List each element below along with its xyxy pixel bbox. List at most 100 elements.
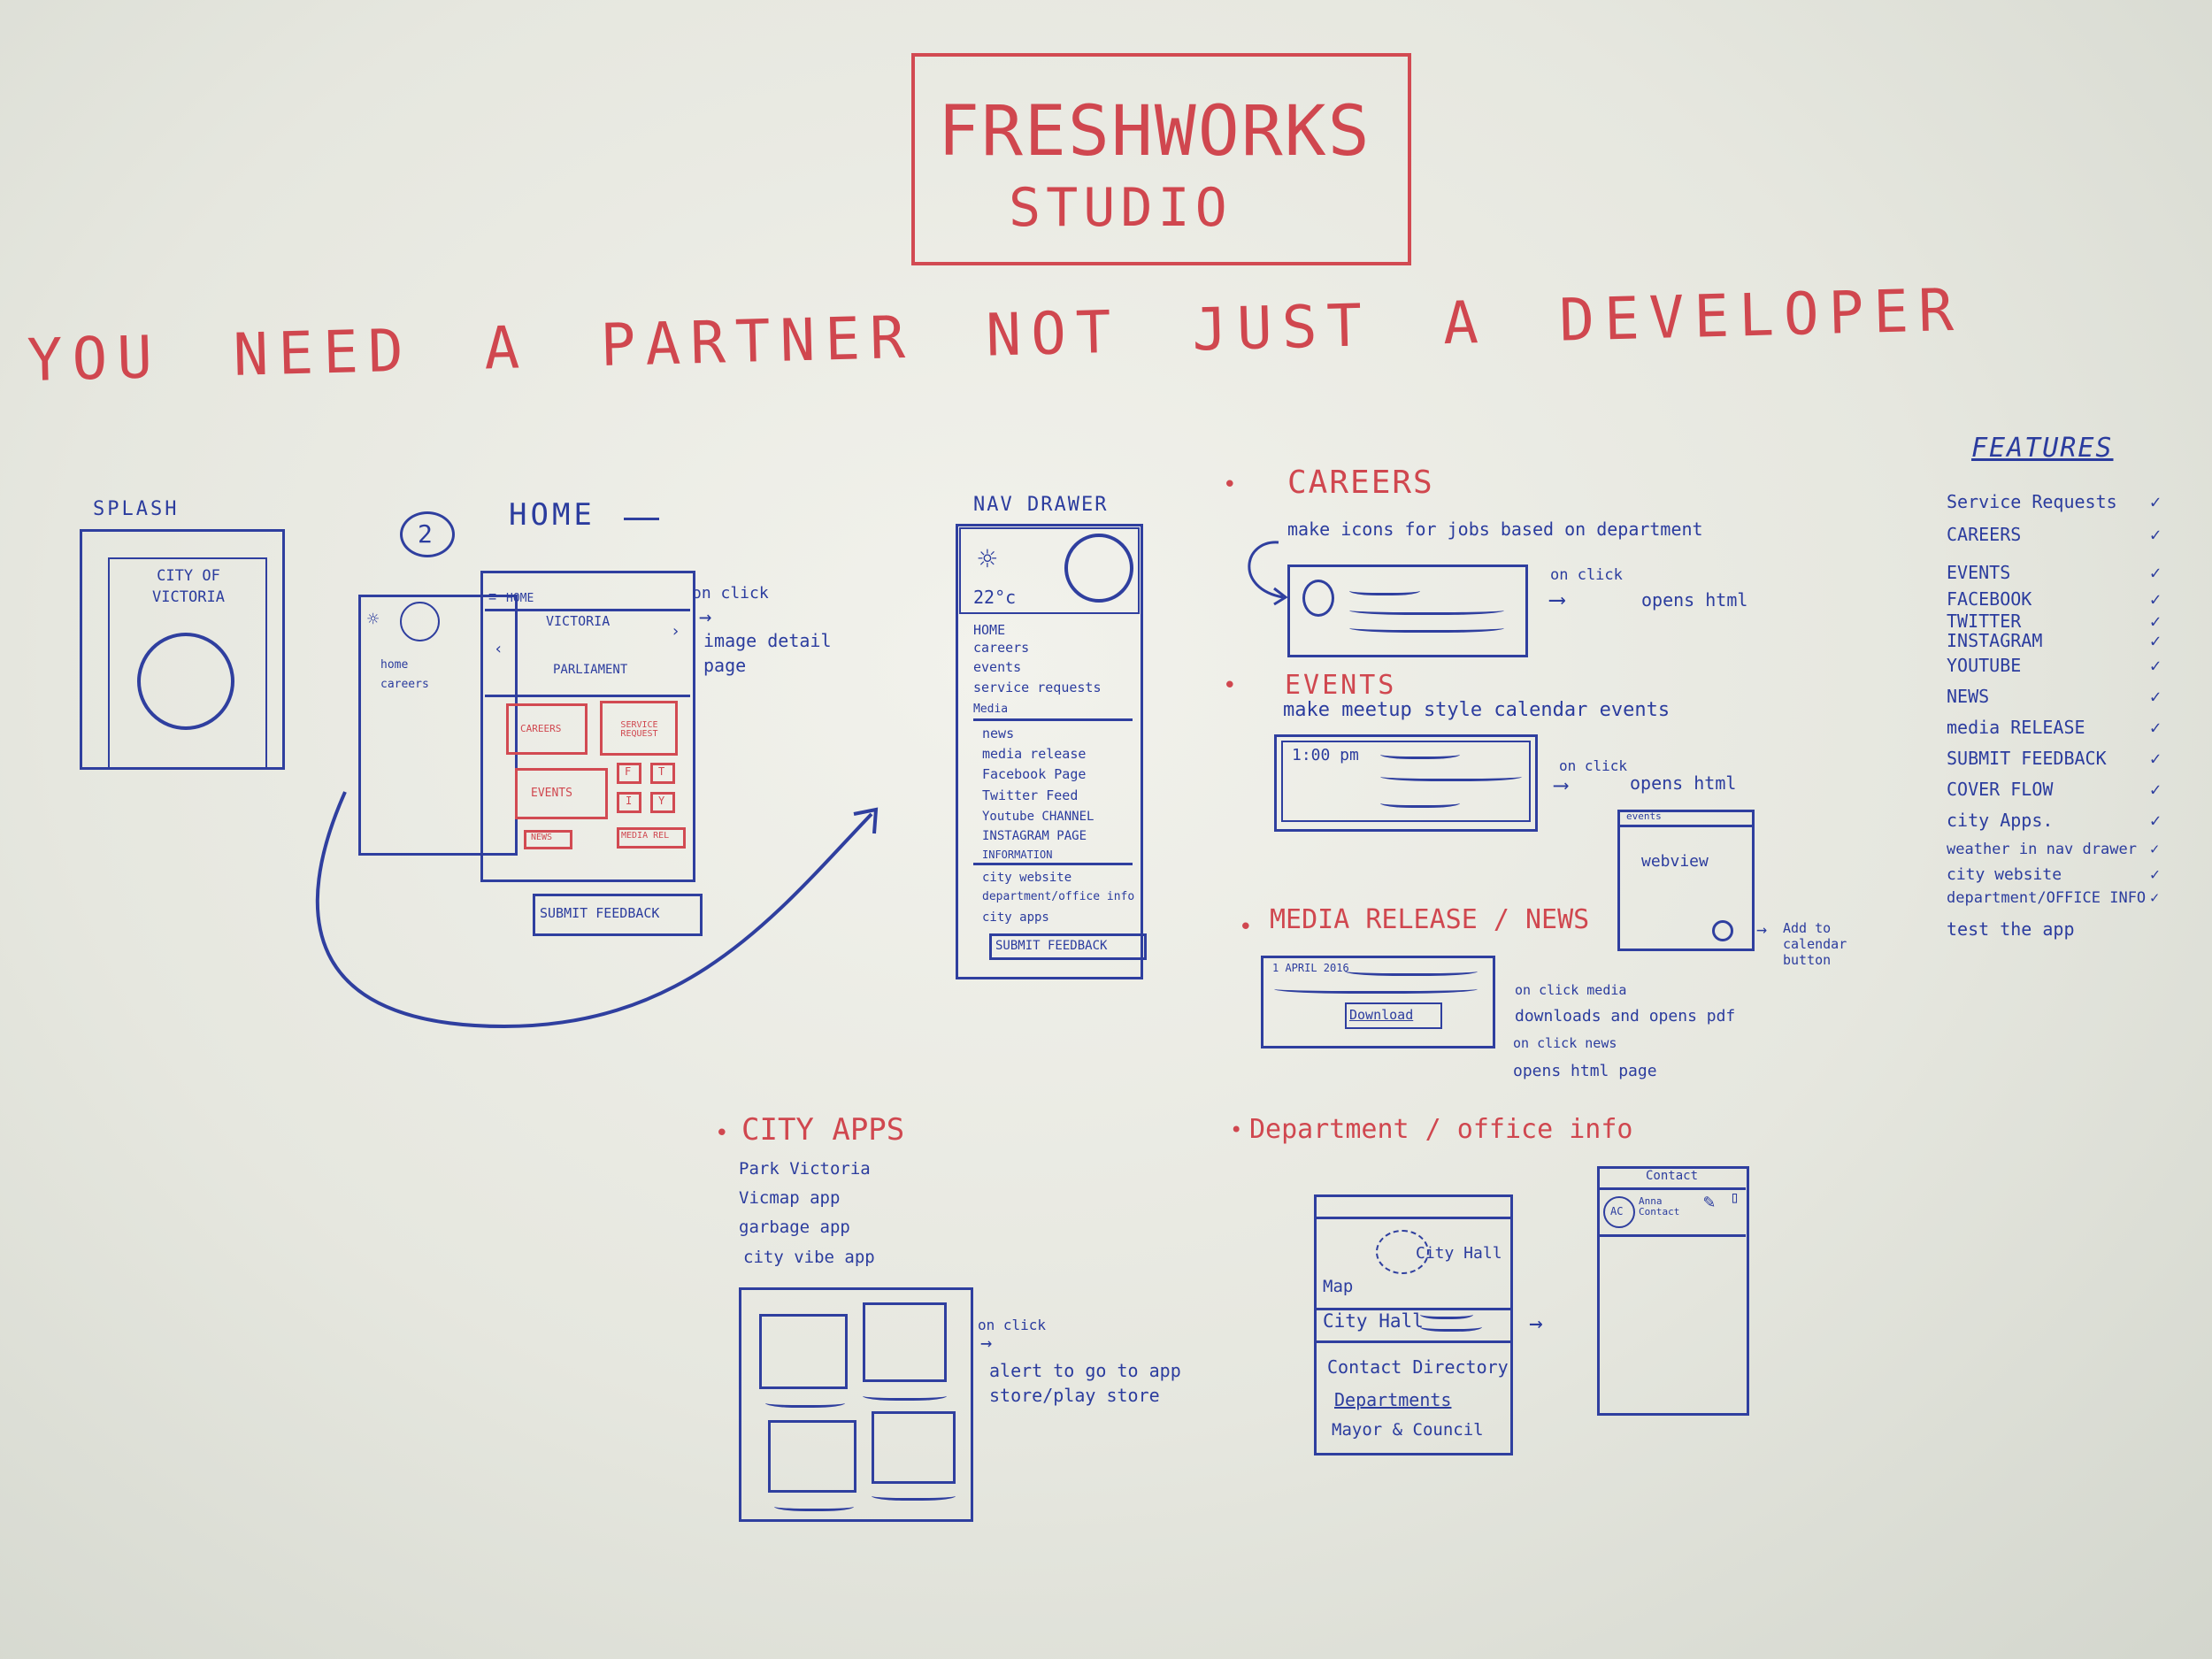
- department-divider: [1317, 1308, 1511, 1310]
- arrow-right-icon: →: [699, 604, 712, 629]
- media-download-button: [1345, 1002, 1442, 1029]
- contact-avatar: [1603, 1196, 1635, 1228]
- nav-drawer-divider: [973, 863, 1133, 865]
- edit-icon: ✎: [1703, 1191, 1716, 1213]
- department-row: Mayor & Council: [1332, 1420, 1484, 1440]
- feature-item: INSTAGRAM✓: [1947, 630, 2161, 651]
- sun-icon: ☼: [978, 541, 997, 578]
- home-bottom-media: [617, 827, 686, 849]
- home-drawer-item: careers: [380, 678, 429, 691]
- careers-loop-arrow: [1248, 541, 1288, 606]
- home-bottom-label: MEDIA REL: [621, 831, 670, 841]
- app-caption: [774, 1500, 854, 1511]
- city-app-item: Vicmap app: [739, 1188, 841, 1208]
- feature-label: INSTAGRAM: [1947, 630, 2043, 651]
- events-webview: [1617, 810, 1755, 951]
- events-card: [1274, 734, 1538, 832]
- feature-label: weather in nav drawer: [1947, 841, 2137, 858]
- contact-divider: [1600, 1234, 1746, 1237]
- careers-action: opens html: [1641, 589, 1748, 611]
- nav-drawer-item: media release: [982, 746, 1087, 762]
- media-line: [1345, 964, 1478, 976]
- contact-phone: [1597, 1166, 1749, 1416]
- arrow-right-icon: →: [1756, 918, 1768, 940]
- social-tile-label: Y: [658, 795, 665, 807]
- splash-city: CITY OF VICTORIA: [152, 567, 225, 606]
- careers-line: [1349, 621, 1504, 633]
- check-icon: ✓: [2150, 779, 2162, 800]
- nav-drawer-item: HOME: [973, 622, 1006, 638]
- feature-label: department/OFFICE INFO: [1947, 889, 2147, 907]
- feature-label: CAREERS: [1947, 524, 2022, 545]
- check-icon: ✓: [2150, 841, 2160, 858]
- home-detail-note: image detail page: [703, 630, 832, 676]
- home-tile-label: CAREERS: [520, 723, 562, 734]
- calendar-icon: [1712, 920, 1733, 941]
- title-box: [911, 53, 1411, 265]
- nav-drawer-item: news: [982, 726, 1015, 741]
- social-tile: [650, 792, 675, 813]
- city-apps-heading: CITY APPS: [741, 1112, 905, 1148]
- events-webview-bar: [1619, 825, 1752, 827]
- media-line: [1274, 982, 1478, 994]
- check-icon: ✓: [2150, 562, 2162, 583]
- careers-heading: CAREERS: [1287, 465, 1434, 501]
- contact-bar: [1600, 1187, 1746, 1190]
- home-feedback-button: [533, 894, 703, 936]
- features-heading: FEATURES: [1971, 433, 2114, 464]
- events-line: [1380, 748, 1460, 759]
- flow-arrow: [315, 791, 879, 1029]
- careers-note: make icons for jobs based on department: [1287, 518, 1703, 540]
- events-line: [1380, 796, 1460, 808]
- feature-label: media RELEASE: [1947, 717, 2085, 738]
- careers-card: [1287, 565, 1528, 657]
- nav-drawer-temp: 22°c: [973, 587, 1017, 608]
- contact-name: Anna Contact: [1639, 1195, 1680, 1218]
- home-label: HOME: [509, 497, 595, 533]
- arrow-right-icon: ⟶: [1550, 587, 1564, 613]
- delete-icon: ▯: [1730, 1188, 1740, 1207]
- home-tile-label: EVENTS: [531, 787, 572, 800]
- feature-item: city Apps. ✓: [1947, 810, 2161, 831]
- events-line: [1380, 770, 1522, 781]
- feature-item: city website✓: [1947, 865, 2160, 884]
- check-icon: ✓: [2150, 748, 2162, 769]
- feature-label: TWITTER: [1947, 611, 2022, 632]
- feature-item: FACEBOOK✓: [1947, 588, 2161, 610]
- splash-logo-circle: [137, 633, 234, 730]
- social-tile-label: I: [626, 795, 633, 807]
- events-time: 1:00 pm: [1292, 746, 1359, 764]
- feature-item: SUBMIT FEEDBACK✓: [1947, 748, 2161, 769]
- events-note: make meetup style calendar events: [1283, 699, 1671, 721]
- feature-label: city Apps.: [1947, 810, 2054, 831]
- check-icon: ✓: [2150, 810, 2162, 831]
- feature-item: NEWS✓: [1947, 686, 2161, 707]
- check-icon: ✓: [2150, 717, 2162, 738]
- feature-label: Service Requests: [1947, 491, 2117, 512]
- home-drawer-screen: [358, 595, 518, 856]
- home-cover-bottom: [485, 695, 690, 697]
- events-add-note: Add to calendar button: [1783, 920, 1847, 968]
- home-feedback-label: SUBMIT FEEDBACK: [540, 905, 660, 921]
- social-tile: [650, 763, 675, 784]
- feature-label: COVER FLOW: [1947, 779, 2054, 800]
- home-bottom-label: NEWS: [531, 833, 553, 842]
- nav-drawer-divider: [973, 718, 1133, 721]
- careers-click: on click: [1550, 566, 1623, 584]
- app-tile: [768, 1420, 856, 1493]
- title-line2: STUDIO: [1009, 177, 1233, 239]
- home-phone: [480, 571, 695, 882]
- check-icon: ✓: [2150, 491, 2162, 512]
- feature-item: media RELEASE ✓: [1947, 717, 2161, 738]
- nav-drawer-item: department/office info: [982, 890, 1135, 903]
- nav-drawer-feedback: [989, 933, 1147, 960]
- feature-label: NEWS: [1947, 686, 1990, 707]
- careers-line: [1349, 603, 1504, 615]
- media-action-news: opens html page: [1513, 1062, 1657, 1080]
- media-action-media: downloads and opens pdf: [1515, 1007, 1736, 1025]
- events-webview-header: events: [1626, 810, 1662, 822]
- nav-drawer-item: events: [973, 659, 1022, 675]
- map-label: Map: [1323, 1277, 1354, 1296]
- social-tile-label: T: [658, 765, 665, 778]
- arrow-right-icon: →: [980, 1333, 993, 1355]
